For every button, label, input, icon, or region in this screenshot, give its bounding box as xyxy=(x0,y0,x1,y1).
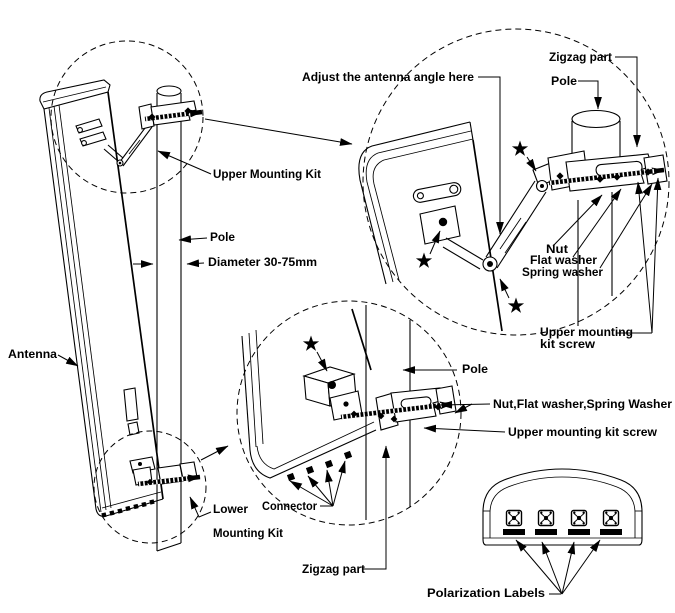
connector-port xyxy=(503,509,525,535)
star-arrow xyxy=(316,351,328,372)
label-upper-mounting-kit: Upper Mounting Kit xyxy=(213,169,321,181)
nut xyxy=(644,168,652,176)
polarization-fan xyxy=(515,539,601,595)
connector-fan xyxy=(289,460,346,507)
upper-mounting-kit xyxy=(75,100,203,167)
antenna-panel xyxy=(39,79,164,518)
bracket-screw xyxy=(328,381,336,389)
link-to-upper-detail xyxy=(204,118,353,146)
nut xyxy=(186,474,194,482)
label-upper-mounting-kit-screw: Upper mounting kit screw xyxy=(508,427,657,439)
label-zigzag-part-top: Zigzag part xyxy=(549,52,612,64)
nut xyxy=(184,107,192,115)
diameter-leader-right xyxy=(186,259,205,268)
nut xyxy=(148,113,156,121)
star-arrow xyxy=(499,278,510,299)
polarization-label-bar xyxy=(600,529,622,535)
connector-port xyxy=(568,509,590,535)
polarization-label-bar xyxy=(568,529,590,535)
star-arrow xyxy=(526,156,537,172)
detail-zigzag-clamp xyxy=(547,150,668,192)
label-polarization: Polarization Labels xyxy=(427,588,545,600)
pole-leader xyxy=(178,235,208,244)
upper-detail-callout-circle xyxy=(50,40,204,194)
label-nut-flat-spring: Nut,Flat washer,Spring Washer xyxy=(493,399,673,411)
antenna-bottom-view xyxy=(482,468,643,595)
detail-antenna-bottom xyxy=(241,308,377,482)
upper-mounting-kit-leader xyxy=(157,150,212,175)
label-zigzag-part-bottom: Zigzag part xyxy=(302,564,365,576)
nut xyxy=(377,412,385,420)
connector-port xyxy=(600,509,622,535)
upper-detail-circle xyxy=(362,28,670,336)
labels: Adjust the antenna angle here Zigzag par… xyxy=(8,52,673,600)
connector-port xyxy=(535,509,557,535)
nut xyxy=(556,172,564,180)
main-figure xyxy=(39,40,353,552)
label-diameter: Diameter 30-75mm xyxy=(208,257,317,269)
label-pole-top: Pole xyxy=(551,76,577,88)
label-nut: Nut xyxy=(546,244,568,256)
nut-leader xyxy=(552,194,603,247)
zigzag-part-bottom-leader xyxy=(362,445,390,570)
label-pole-main: Pole xyxy=(210,232,235,244)
nut xyxy=(350,410,358,418)
zigzag-part-leader xyxy=(615,56,641,148)
upper-mounting-kit-screw-leader xyxy=(423,424,506,433)
nut xyxy=(613,173,621,181)
spring-washer-leader xyxy=(599,183,653,269)
polarization-label-bar xyxy=(503,529,525,535)
pole-top-leader xyxy=(578,80,602,110)
star-icon xyxy=(415,252,433,268)
bottom-connectors xyxy=(101,499,155,518)
label-upper-mounting-line1: Upper mounting xyxy=(540,327,633,339)
link-to-lower-detail xyxy=(200,445,229,461)
bracket-screw xyxy=(438,217,448,227)
label-spring-washer: Spring washer xyxy=(522,267,604,279)
nut xyxy=(434,403,442,411)
star-arrow xyxy=(429,230,441,255)
upper-mounting-screw-leader xyxy=(651,177,662,334)
label-antenna: Antenna xyxy=(8,349,58,361)
lower-mounting-kit xyxy=(129,456,201,487)
adjust-angle-leader xyxy=(478,76,504,235)
label-flat-washer: Flat washer xyxy=(530,255,598,267)
nut xyxy=(146,478,154,486)
star-icon xyxy=(511,140,529,156)
nut-flat-spring-leader xyxy=(454,403,473,414)
nut xyxy=(596,175,604,183)
label-lower-line1: Lower xyxy=(213,504,249,516)
panel-detail-rect xyxy=(123,387,139,422)
detail-antenna-bracket xyxy=(412,182,462,245)
label-lower-line2: Mounting Kit xyxy=(213,528,283,540)
label-upper-mounting-line2: kit screw xyxy=(540,339,595,351)
antenna-leader xyxy=(57,354,79,367)
upper-mounting-screw-leader xyxy=(635,181,653,334)
lower-detail-callout-circle xyxy=(93,430,207,544)
label-pole-mid: Pole xyxy=(462,364,488,376)
star-icon xyxy=(302,335,320,351)
detail-antenna-corner xyxy=(358,121,503,332)
detail-pole xyxy=(571,109,621,326)
upper-detail-view xyxy=(358,28,670,336)
label-connector: Connector xyxy=(262,501,318,513)
flat-washer-leader xyxy=(572,188,622,258)
lower-detail-view xyxy=(236,300,506,570)
star-icon xyxy=(507,297,525,313)
lower-mounting-kit-leader xyxy=(189,496,212,518)
nut xyxy=(390,415,398,423)
label-adjust-angle: Adjust the antenna angle here xyxy=(302,72,474,84)
polarization-label-bar xyxy=(535,529,557,535)
